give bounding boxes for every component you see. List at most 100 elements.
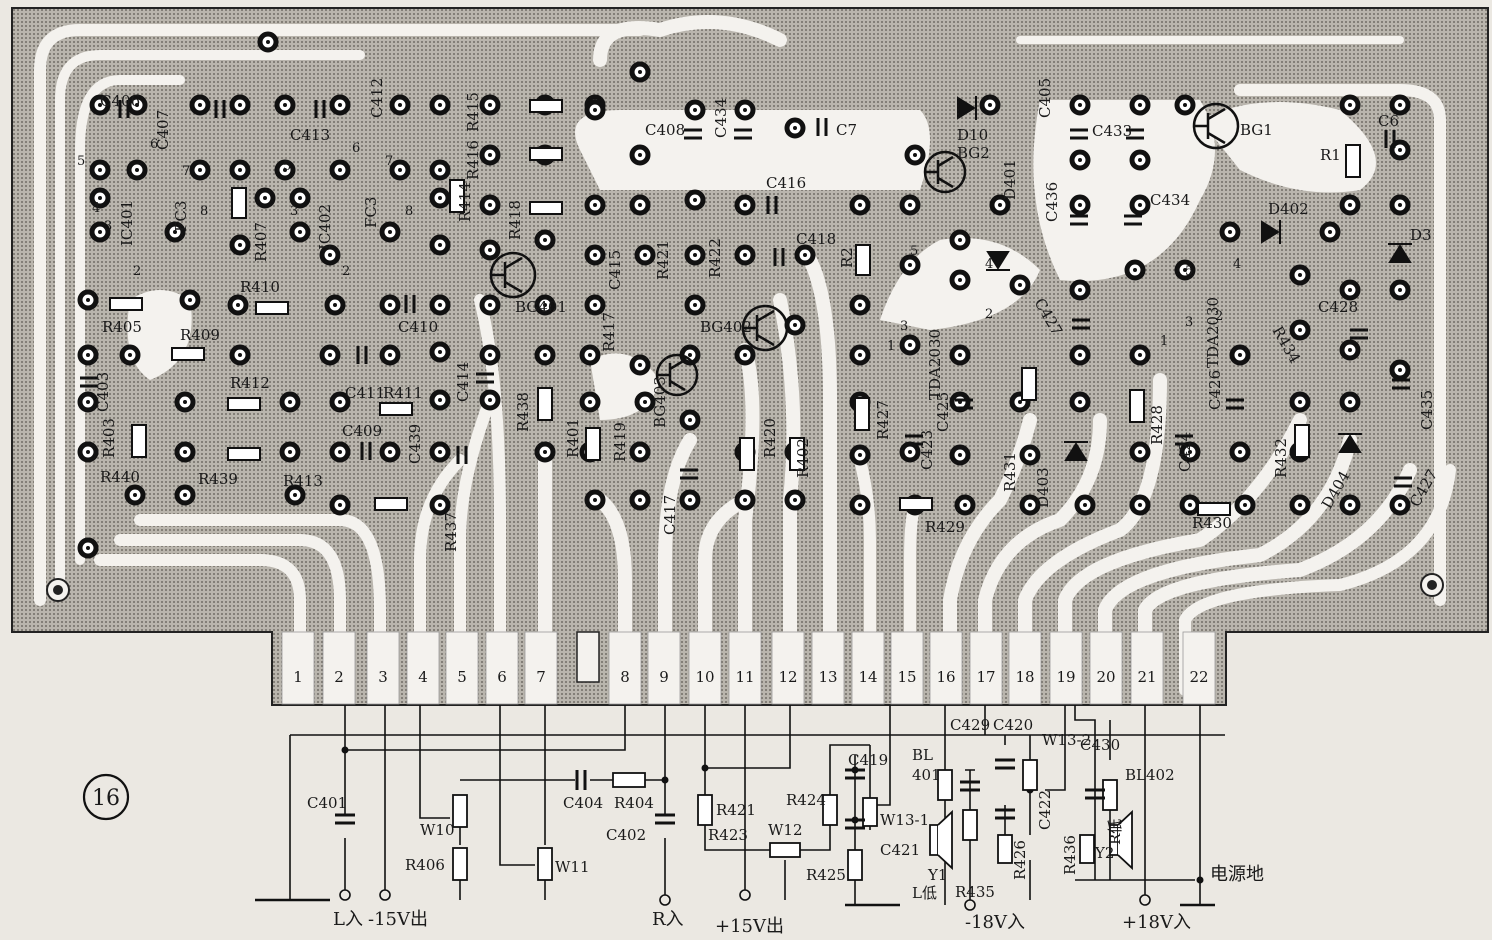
schematic-caps [335, 758, 1105, 830]
pad-hole [438, 168, 442, 172]
pad-hole [908, 450, 912, 454]
pad-hole [488, 153, 492, 157]
pad-hole [593, 303, 597, 307]
terminal-label-layer: L入 -15V出 R入 +15V出 -18V入 +18V入 电源地 [333, 864, 1264, 937]
pcb-label-r438: R438 [514, 392, 532, 432]
connector-pin-number: 2 [334, 668, 344, 686]
pcb-label-c434b: C434 [1150, 191, 1190, 209]
pcb-label-c428: C428 [1318, 298, 1358, 316]
connector-pin [728, 631, 762, 705]
pcb-label-d401: D401 [1001, 159, 1019, 200]
pad-hole [1078, 103, 1082, 107]
terminal-l-in: L入 [333, 909, 363, 930]
svg-text:7: 7 [182, 164, 190, 179]
pad-hole [688, 498, 692, 502]
pad-hole [438, 398, 442, 402]
pcb-label-c433: C433 [1092, 122, 1132, 140]
figure-number: 16 [92, 786, 120, 811]
pad-hole [1078, 400, 1082, 404]
pad-hole [86, 450, 90, 454]
connector-pin [929, 631, 963, 705]
pcb-label-r403: R403 [100, 418, 118, 458]
connector-pin-number: 6 [497, 668, 507, 686]
pcb-label-c424: C424 [1176, 432, 1194, 472]
connector-pin [524, 631, 558, 705]
pad-hole [438, 243, 442, 247]
svg-text:2: 2 [985, 307, 993, 322]
connector-pin [322, 631, 356, 705]
pad-hole [1398, 503, 1402, 507]
pad-hole [1183, 103, 1187, 107]
pad-hole [543, 303, 547, 307]
pad-hole [958, 238, 962, 242]
pad-hole [438, 350, 442, 354]
pad-hole [588, 400, 592, 404]
pad-hole [488, 398, 492, 402]
pad-hole [283, 168, 287, 172]
pad-hole [238, 353, 242, 357]
connector-pin-number: 12 [778, 668, 797, 686]
pad-hole [1078, 203, 1082, 207]
pad-hole [1298, 400, 1302, 404]
connector-pin [1008, 631, 1042, 705]
pad-hole [743, 203, 747, 207]
pad-hole [908, 263, 912, 267]
pcb-label-c439: C439 [406, 424, 424, 464]
pad-hole [963, 503, 967, 507]
pad-hole [743, 253, 747, 257]
pad-hole [1138, 353, 1142, 357]
label-l-low: L低 [912, 884, 937, 902]
pad-hole [1028, 503, 1032, 507]
pad-hole [293, 493, 297, 497]
pad-hole [638, 153, 642, 157]
label-bl401b: 401 [912, 766, 941, 784]
pcb-label-r415: R415 [464, 92, 482, 132]
pad-hole [858, 503, 862, 507]
pad-hole [488, 103, 492, 107]
connector-pin-number: 4 [418, 668, 428, 686]
pad-hole [288, 400, 292, 404]
pad-hole [1328, 230, 1332, 234]
pcb-label-r413: R413 [283, 472, 323, 490]
pad-hole [183, 400, 187, 404]
pad-hole [858, 203, 862, 207]
pcb-label-r417: R417 [600, 312, 618, 352]
pcb-label-c7: C7 [836, 121, 857, 139]
terminal-pos18-in: +18V入 [1122, 912, 1191, 933]
pad-hole [1348, 103, 1352, 107]
pad-hole [688, 353, 692, 357]
pad-hole [388, 230, 392, 234]
pcb-label-r414: R414 [456, 182, 474, 222]
pad-hole [1188, 450, 1192, 454]
pad-hole [1348, 348, 1352, 352]
svg-text:5: 5 [910, 244, 918, 259]
label-r424: R424 [786, 791, 826, 809]
pcb-label-d3: D3 [1410, 226, 1432, 244]
pad-hole [543, 238, 547, 242]
label-c429s: C429 [950, 716, 990, 734]
pcb-label-ic402: IC402 [316, 204, 334, 250]
pcb-label-r410: R410 [240, 278, 280, 296]
connector-pin [771, 631, 805, 705]
pad-hole [438, 450, 442, 454]
pad-hole [1138, 203, 1142, 207]
pad-hole [86, 400, 90, 404]
label-bl402: BL402 [1125, 766, 1175, 784]
pad-hole [1138, 503, 1142, 507]
pad-hole [1018, 283, 1022, 287]
pad-hole [958, 278, 962, 282]
pad-hole [688, 418, 692, 422]
pad-hole [743, 108, 747, 112]
pad-hole [488, 248, 492, 252]
pad-hole [1243, 503, 1247, 507]
connector-pin [688, 631, 722, 705]
svg-text:6: 6 [352, 141, 360, 156]
pad-hole [858, 353, 862, 357]
svg-text:7: 7 [385, 154, 393, 169]
pad-hole [328, 253, 332, 257]
pad-hole [1078, 158, 1082, 162]
label-r436: R436 [1061, 835, 1079, 875]
pad-hole [743, 353, 747, 357]
pad-hole [638, 203, 642, 207]
